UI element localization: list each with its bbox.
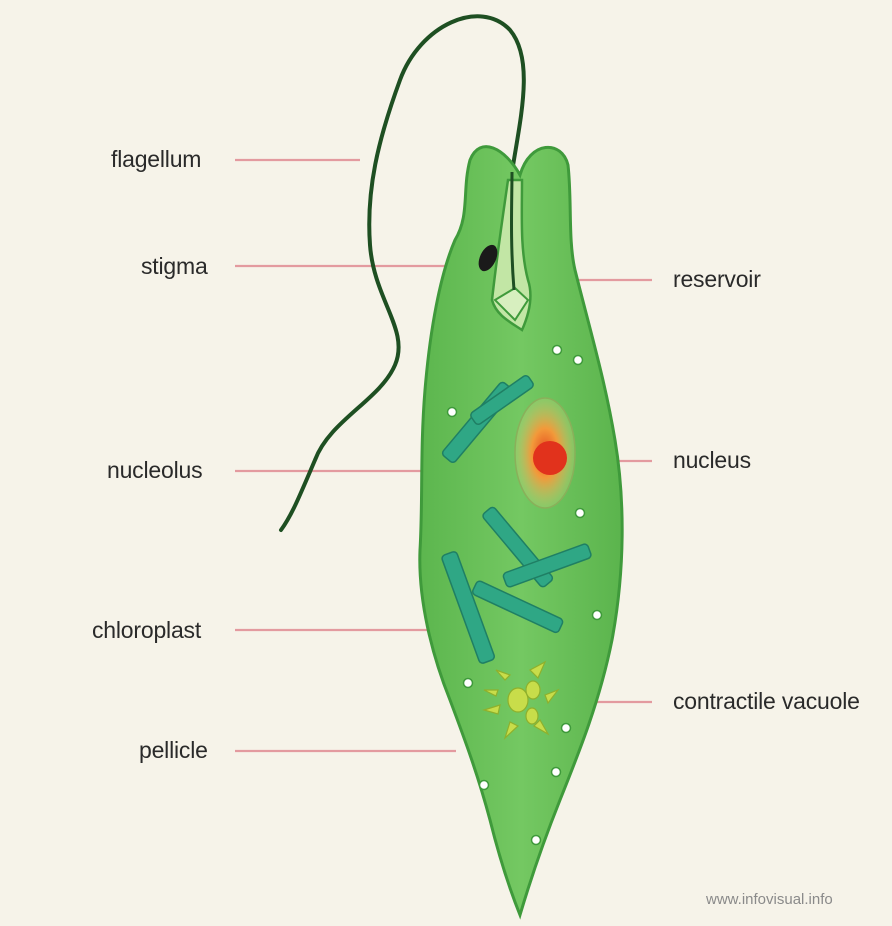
- label-reservoir: reservoir: [673, 266, 761, 293]
- label-chloroplast: chloroplast: [92, 617, 201, 644]
- label-nucleolus: nucleolus: [107, 457, 202, 484]
- nucleolus-icon: [533, 441, 567, 475]
- label-contractile-vacuole: contractile vacuole: [673, 688, 860, 715]
- label-flagellum: flagellum: [111, 146, 201, 173]
- label-pellicle: pellicle: [139, 737, 208, 764]
- label-stigma: stigma: [141, 253, 208, 280]
- label-nucleus: nucleus: [673, 447, 751, 474]
- watermark: www.infovisual.info: [706, 891, 833, 908]
